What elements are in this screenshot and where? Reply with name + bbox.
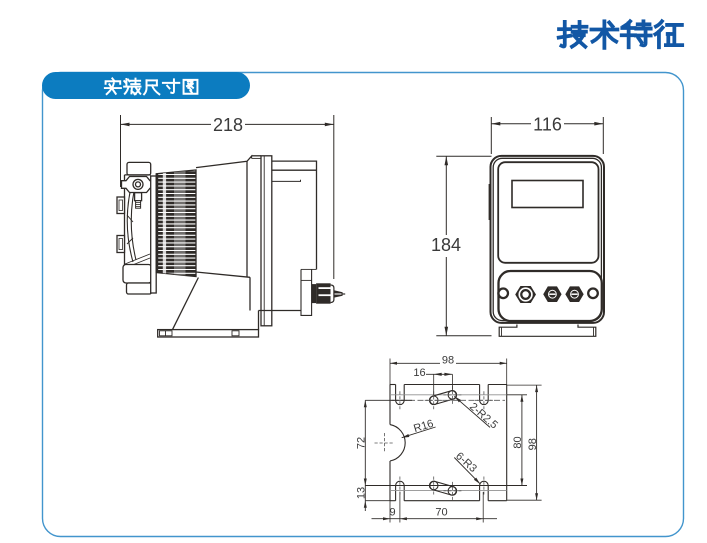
svg-text:98: 98 xyxy=(527,438,539,450)
svg-text:13: 13 xyxy=(356,487,368,499)
svg-text:184: 184 xyxy=(431,235,461,255)
svg-text:R16: R16 xyxy=(412,418,435,435)
svg-text:80: 80 xyxy=(512,436,524,448)
svg-text:70: 70 xyxy=(435,507,447,519)
svg-text:9: 9 xyxy=(389,507,395,519)
svg-text:72: 72 xyxy=(356,437,368,449)
svg-text:16: 16 xyxy=(413,367,425,379)
svg-text:116: 116 xyxy=(533,114,562,134)
svg-text:218: 218 xyxy=(213,115,243,135)
svg-text:98: 98 xyxy=(442,355,454,367)
